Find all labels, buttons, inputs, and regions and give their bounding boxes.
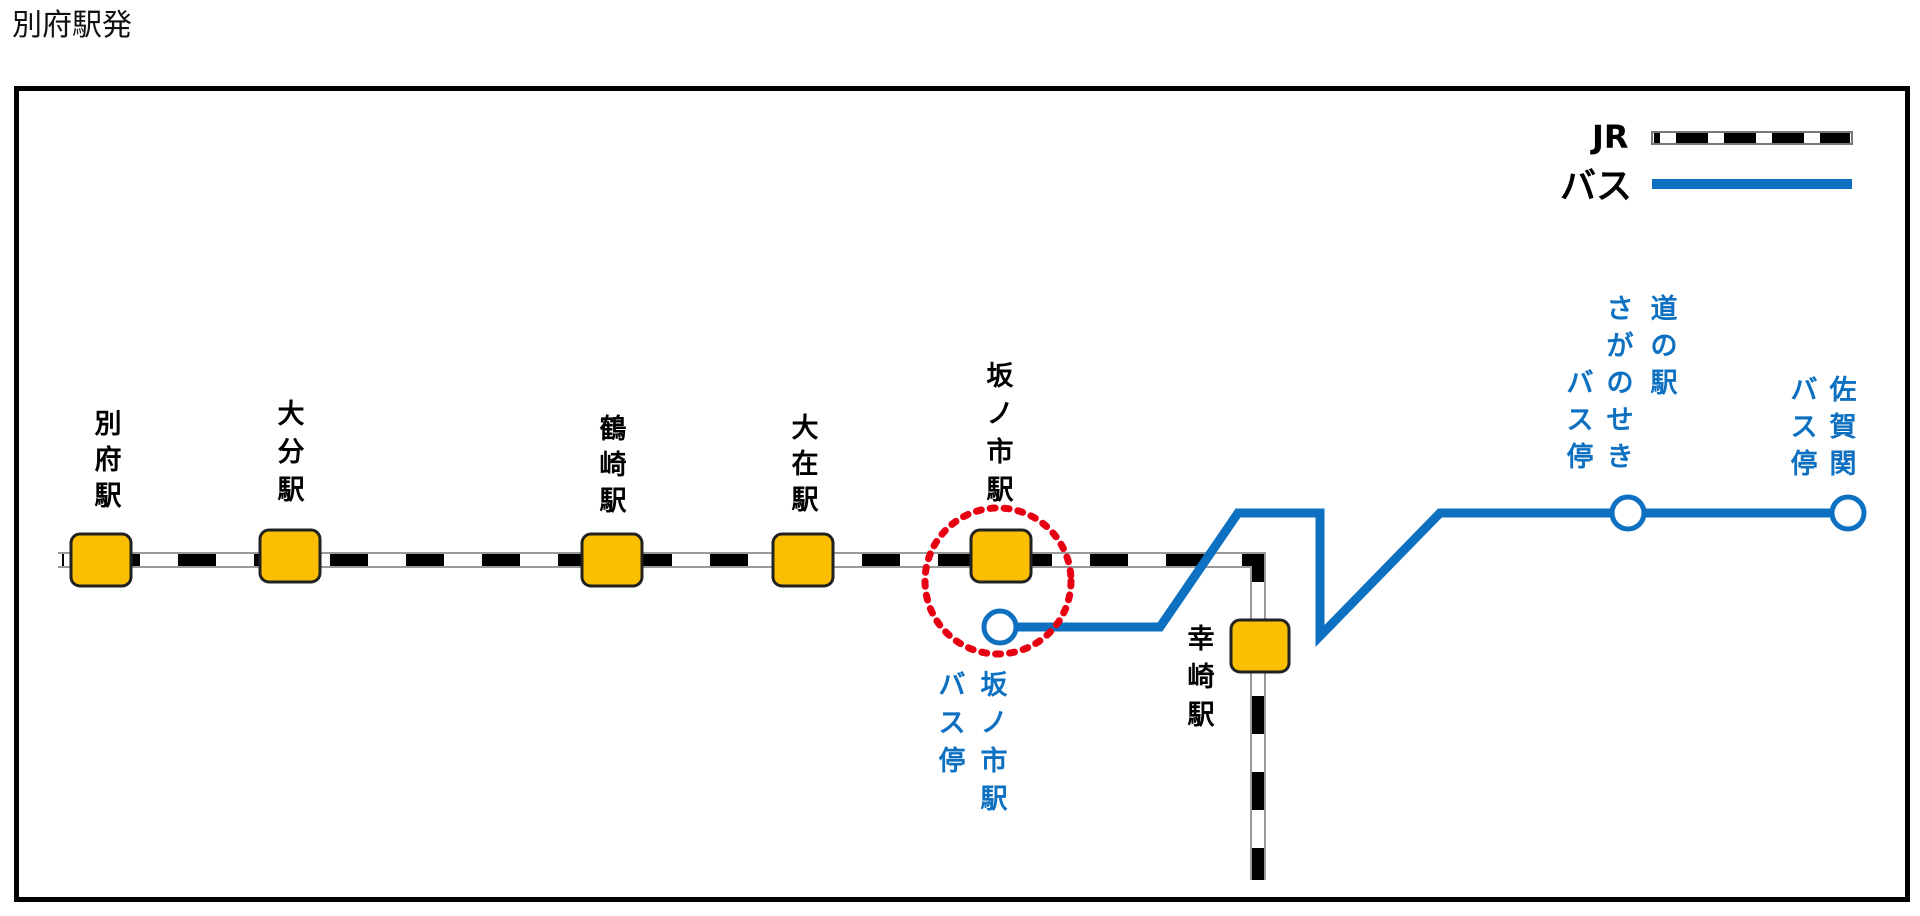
- svg-text:停: 停: [1791, 448, 1818, 480]
- svg-text:坂: 坂: [987, 361, 1015, 392]
- station-marker-oita: [258, 528, 322, 584]
- svg-text:崎: 崎: [600, 450, 627, 481]
- svg-text:の: の: [1651, 331, 1678, 362]
- station-label-oozai: 大 在 駅: [792, 413, 819, 516]
- page-title: 別府駅発: [12, 8, 132, 43]
- station-label-kouzaki: 幸 崎 駅: [1188, 624, 1215, 731]
- svg-text:の: の: [1607, 368, 1634, 399]
- svg-text:き: き: [1607, 442, 1634, 473]
- station-marker-kouzaki: [1229, 618, 1291, 674]
- svg-text:駅: 駅: [1651, 368, 1678, 399]
- legend-jr-line: [1651, 131, 1853, 145]
- station-label-tsurusaki: 鶴 崎 駅: [600, 413, 627, 517]
- svg-text:崎: 崎: [1188, 662, 1215, 693]
- svg-text:駅: 駅: [981, 784, 1008, 815]
- svg-text:駅: 駅: [95, 481, 122, 512]
- svg-text:市: 市: [981, 745, 1008, 777]
- bus-stop-label-sakanoichi: 坂 ノ 市 駅 バ ス 停: [939, 670, 1009, 815]
- svg-text:バ: バ: [1791, 375, 1818, 406]
- svg-text:大: 大: [792, 413, 819, 444]
- station-marker-beppu: [69, 532, 133, 588]
- bus-stop-markers: [981, 494, 1867, 646]
- station-labels: 別 府 駅 大 分 駅 鶴 崎 駅 大 在 駅 坂 ノ 市 駅 幸 崎 駅: [95, 361, 1215, 731]
- bus-stop-label-michinoeki: 道 の 駅 さ が の せ き バ ス 停: [1567, 293, 1678, 473]
- svg-text:ス: ス: [1567, 405, 1594, 436]
- bus-stop-marker-sakanoichi: [981, 608, 1019, 646]
- svg-text:賀: 賀: [1830, 412, 1857, 443]
- svg-text:関: 関: [1830, 449, 1857, 480]
- station-markers: [69, 528, 1291, 674]
- station-label-oita: 大 分 駅: [278, 399, 305, 506]
- station-marker-tsurusaki: [580, 532, 644, 588]
- svg-text:駅: 駅: [1188, 700, 1215, 731]
- svg-text:ス: ス: [1791, 412, 1818, 443]
- station-label-beppu: 別 府 駅: [95, 409, 122, 512]
- svg-text:別: 別: [95, 409, 122, 440]
- svg-text:分: 分: [278, 437, 305, 468]
- svg-text:駅: 駅: [792, 485, 819, 516]
- svg-text:市: 市: [987, 436, 1014, 468]
- svg-text:ス: ス: [939, 708, 966, 739]
- legend: JR バス: [1560, 118, 1853, 207]
- svg-text:道: 道: [1651, 293, 1678, 325]
- station-marker-sakanoichi: [969, 528, 1033, 584]
- svg-text:バ: バ: [1567, 368, 1594, 399]
- svg-text:さ: さ: [1607, 294, 1634, 325]
- bus-stop-marker-sagaseki: [1829, 494, 1867, 532]
- svg-text:佐: 佐: [1829, 375, 1857, 406]
- station-marker-oozai: [771, 532, 835, 588]
- svg-text:停: 停: [1567, 441, 1594, 473]
- legend-bus-label: バス: [1560, 166, 1632, 207]
- svg-text:鶴: 鶴: [600, 413, 627, 445]
- bus-stop-labels: 坂 ノ 市 駅 バ ス 停 道 の 駅 さ が の せ き バ ス 停 佐 賀 …: [939, 293, 1857, 815]
- svg-text:駅: 駅: [278, 475, 305, 506]
- bus-stop-label-sagaseki: 佐 賀 関 バ ス 停: [1791, 375, 1857, 480]
- svg-text:が: が: [1607, 330, 1634, 362]
- svg-text:停: 停: [939, 745, 966, 777]
- svg-text:幸: 幸: [1188, 624, 1215, 655]
- bus-stop-marker-michinoeki: [1609, 494, 1647, 532]
- svg-text:ノ: ノ: [981, 708, 1008, 739]
- svg-text:ノ: ノ: [987, 399, 1014, 430]
- svg-text:坂: 坂: [981, 670, 1009, 701]
- svg-text:駅: 駅: [600, 486, 627, 517]
- jr-rail-line: [58, 552, 1266, 880]
- legend-jr-label: JR: [1590, 118, 1629, 156]
- svg-text:せ: せ: [1607, 405, 1634, 436]
- svg-text:在: 在: [792, 449, 819, 480]
- svg-text:駅: 駅: [987, 475, 1014, 506]
- bus-route: [1000, 508, 1848, 648]
- svg-text:府: 府: [95, 444, 122, 476]
- station-label-sakanoichi: 坂 ノ 市 駅: [987, 361, 1015, 506]
- transfer-highlight-circle: [921, 504, 1075, 658]
- route-map-frame: [14, 86, 1910, 902]
- svg-text:大: 大: [278, 399, 305, 430]
- svg-text:バ: バ: [939, 670, 966, 701]
